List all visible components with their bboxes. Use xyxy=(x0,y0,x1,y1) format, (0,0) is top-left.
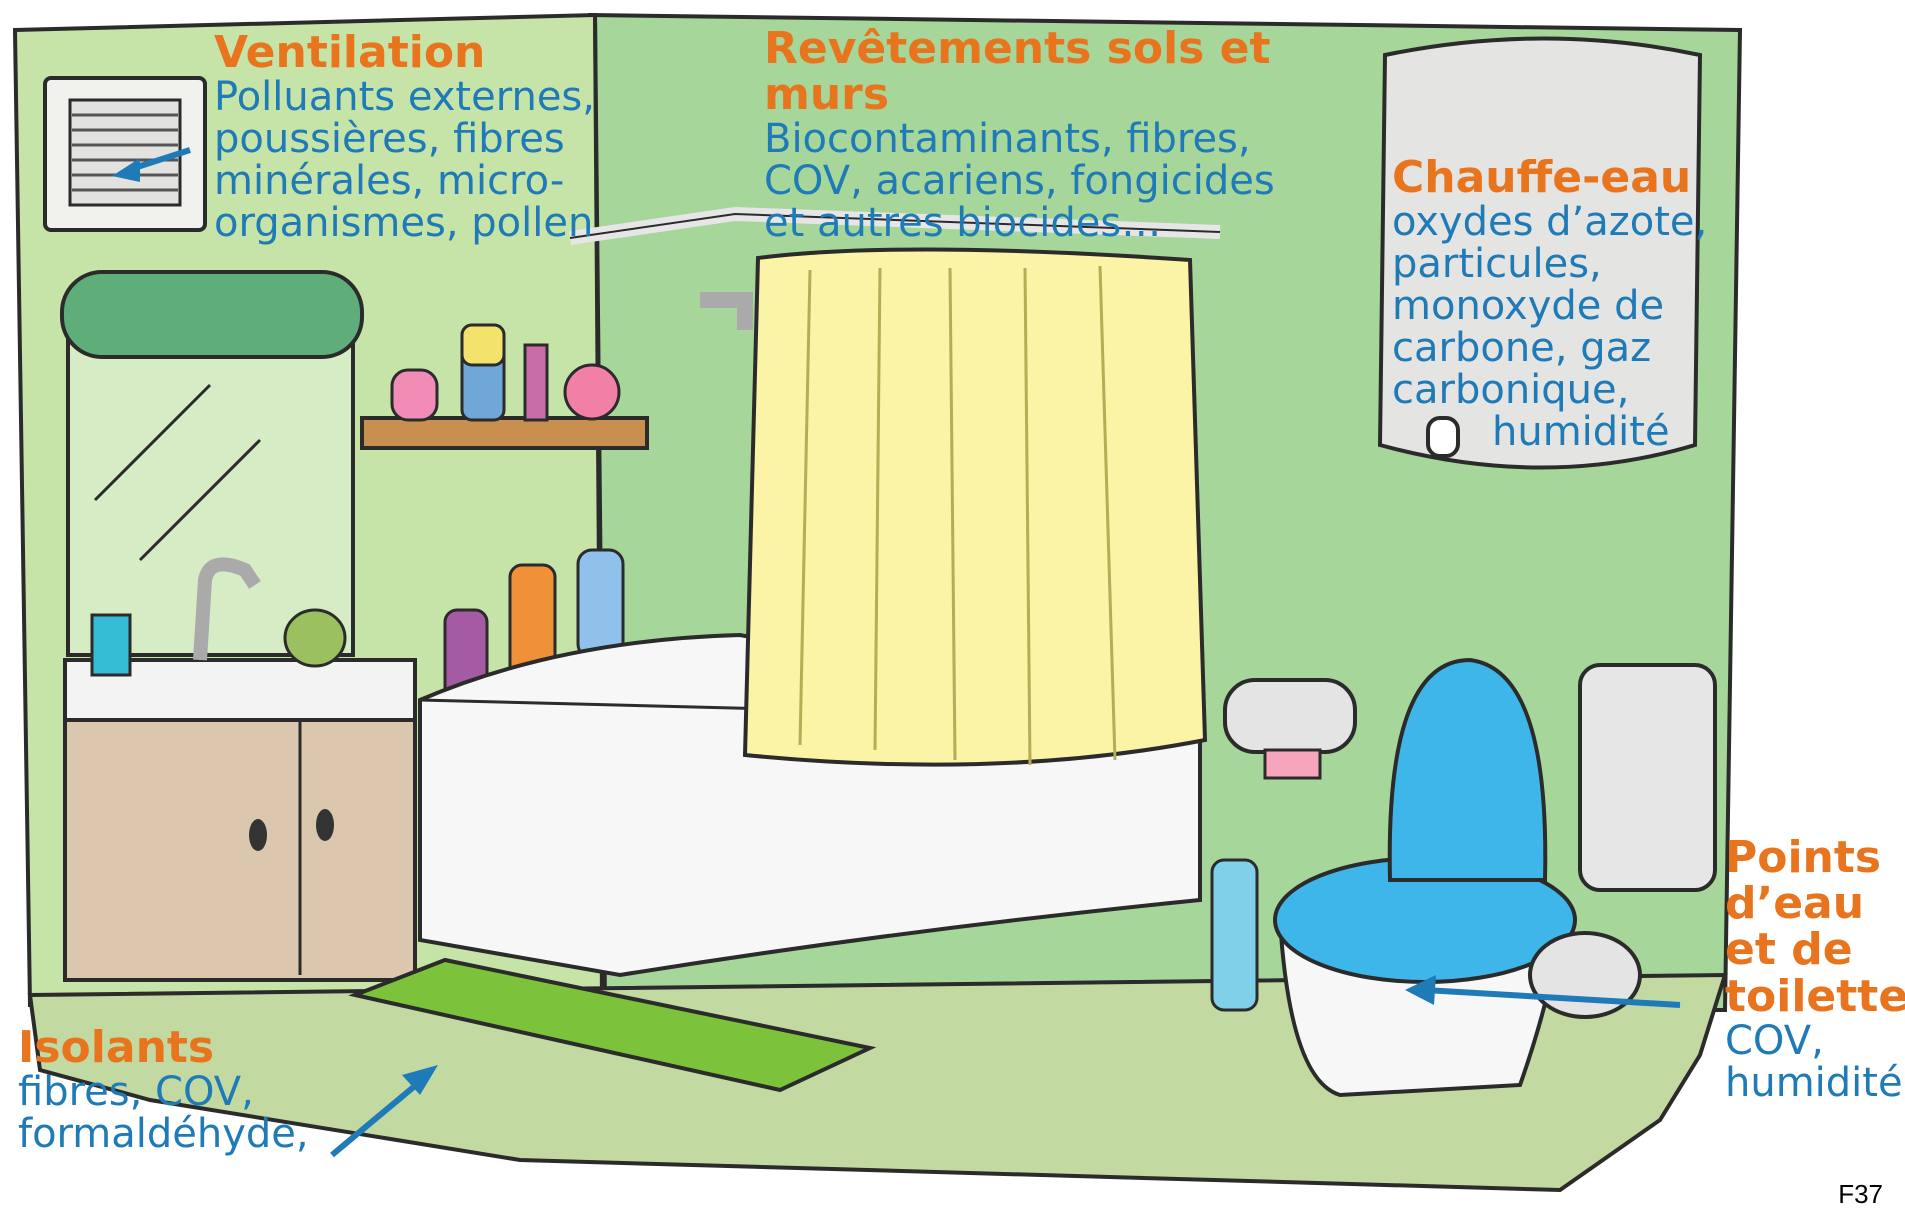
figure-reference: F37 xyxy=(1838,1179,1883,1210)
ventilation-line: minérales, micro- xyxy=(214,160,595,202)
revetements-title: Revêtements sols et xyxy=(764,26,1275,72)
points-eau-line: humidité xyxy=(1725,1062,1905,1104)
points-eau-title: d’eau xyxy=(1725,881,1905,927)
ventilation-line: Polluants externes, xyxy=(214,76,595,118)
chauffe-eau-line: particules, xyxy=(1392,243,1707,285)
air-freshener xyxy=(1212,860,1257,1010)
points-eau-line: COV, xyxy=(1725,1020,1905,1062)
revetements-line: Biocontaminants, fibres, xyxy=(764,118,1275,160)
chauffe-eau-line: oxydes d’azote, xyxy=(1392,201,1707,243)
revetements-label: Revêtements sols et murs Biocontaminants… xyxy=(764,26,1275,244)
ventilation-line: poussières, fibres xyxy=(214,118,595,160)
chauffe-eau-label: Chauffe-eau oxydes d’azote, particules, … xyxy=(1392,155,1707,453)
ventilation-title: Ventilation xyxy=(214,30,595,76)
points-eau-title: Points xyxy=(1725,835,1905,881)
chauffe-eau-line: humidité xyxy=(1392,411,1707,453)
isolants-label: Isolants fibres, COV, formaldéhyde, xyxy=(18,1025,309,1155)
chauffe-eau-line: carbonique, xyxy=(1392,369,1707,411)
isolants-title: Isolants xyxy=(18,1025,309,1071)
chauffe-eau-line: monoxyde de xyxy=(1392,285,1707,327)
points-eau-title: toilette xyxy=(1725,974,1905,1020)
mirror xyxy=(62,272,362,655)
points-eau-label: Points d’eau et de toilette COV, humidit… xyxy=(1725,835,1905,1104)
isolants-line: fibres, COV, xyxy=(18,1071,309,1113)
points-eau-title: et de xyxy=(1725,927,1905,973)
isolants-line: formaldéhyde, xyxy=(18,1113,309,1155)
ventilation-line: organismes, pollen xyxy=(214,202,595,244)
chauffe-eau-line: carbone, gaz xyxy=(1392,327,1707,369)
revetements-line: et autres biocides… xyxy=(764,202,1275,244)
revetements-line: COV, acariens, fongicides xyxy=(764,160,1275,202)
chauffe-eau-title: Chauffe-eau xyxy=(1392,155,1707,201)
ventilation-label: Ventilation Polluants externes, poussièr… xyxy=(214,30,595,244)
revetements-title: murs xyxy=(764,72,1275,118)
